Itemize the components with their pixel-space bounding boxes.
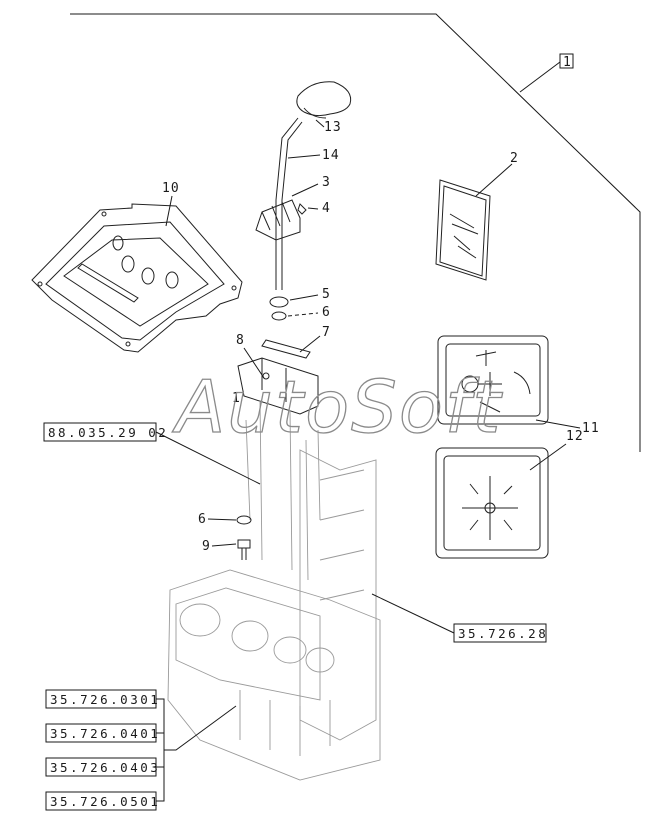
callout-9: 9 [202,539,211,554]
callout-6: 6 [322,305,331,320]
ref-35-726-0501: 35.726.0501 [50,794,160,809]
decal-12 [435,447,549,559]
callout-7: 7 [322,325,331,340]
callout-6b: 6 [198,512,207,527]
group-bracket-line [70,13,641,452]
leader-6b [207,518,237,521]
joystick-lever [237,81,352,415]
leader-8 [243,347,265,379]
leader-ref-35-726-28 [371,593,455,634]
ref-35-726-0403: 35.726.0403 [50,760,160,775]
decal-2 [435,179,491,281]
leader-14 [287,154,321,159]
valve-block [167,399,381,781]
ref-35-726-0401: 35.726.0401 [50,726,160,741]
cover-plate [31,203,243,353]
leader-6 [287,312,319,317]
leader-7 [299,335,321,353]
decal-11 [437,335,549,425]
callout-1b: 1 [232,391,241,406]
leader-ref-88 [155,431,261,485]
callout-2: 2 [510,151,519,166]
ref-35-726-28: 35.726.28 [458,626,548,641]
callout-1-box [559,53,574,69]
leader-11 [535,419,581,429]
ref-group-bracket [156,698,237,802]
leader-4 [307,207,319,210]
leader-13 [315,119,325,128]
watermark: AutoSoft [172,365,503,449]
callout-12: 12 [566,429,584,444]
callout-4: 4 [322,201,331,216]
leader-9 [211,543,237,547]
leader-10 [165,195,173,227]
callout-5: 5 [322,287,331,302]
bolt-9 [236,515,252,560]
callout-1: 1 [563,55,572,70]
leader-5 [289,294,319,301]
callout-11: 11 [582,421,600,436]
callout-8: 8 [236,333,245,348]
callout-14: 14 [322,148,340,163]
callout-10: 10 [162,181,180,196]
callout-13: 13 [324,120,342,135]
leader-3 [291,183,319,197]
ref-88-035-29-02: 88.035.29 02 [48,425,168,440]
callout-3: 3 [322,175,331,190]
ref-35-726-0301: 35.726.0301 [50,692,160,707]
leader-2 [475,163,513,197]
leader-12 [529,443,567,471]
leader-1 [519,61,561,93]
